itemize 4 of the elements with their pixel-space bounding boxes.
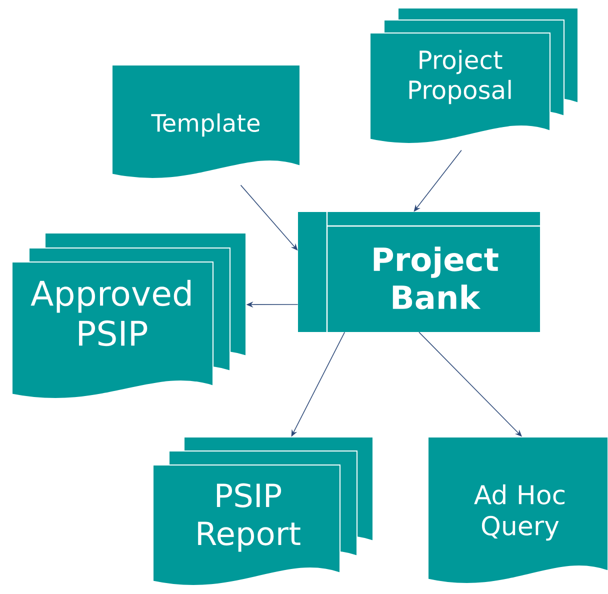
process-box: Project Bank [298,212,540,332]
document-stack: Approved PSIP [12,232,246,399]
document-stack: PSIP Report [152,436,374,586]
document-stack: Project Proposal [370,8,578,144]
